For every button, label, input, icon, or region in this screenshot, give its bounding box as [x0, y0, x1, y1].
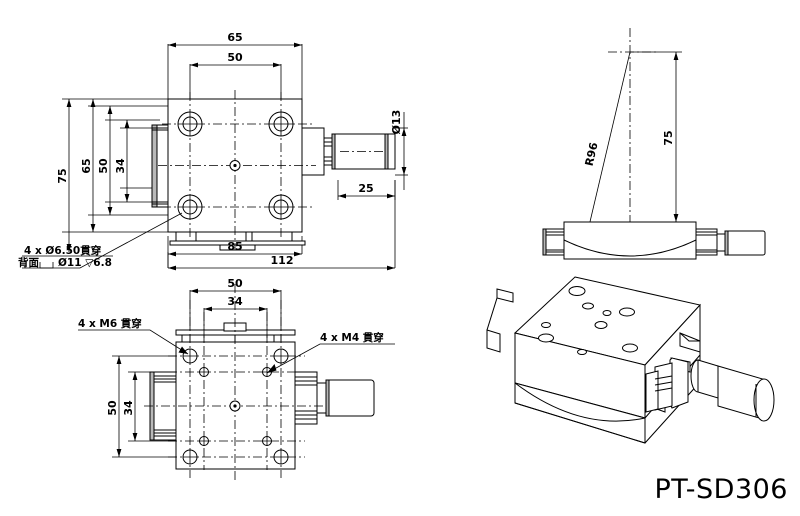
- dimension-75-side: 75: [630, 51, 682, 222]
- dimension-label-r96: R96: [583, 141, 601, 167]
- note-m6: 4 x M6 貫穿: [78, 317, 189, 355]
- dimension-label-25: 25: [358, 182, 373, 195]
- dimension-25: 25: [338, 182, 395, 199]
- note-counterbore-line1: 4 x Ø6.50貫穿: [24, 244, 101, 257]
- dimension-label-75-side: 75: [662, 130, 675, 145]
- dimension-34-bottom-top: 34: [204, 295, 267, 312]
- dimension-65-left: 65: [80, 99, 96, 232]
- dimension-label-50-top: 50: [227, 51, 243, 64]
- dimension-34-left: 34: [114, 120, 130, 202]
- isometric-drive-assembly: [645, 357, 775, 422]
- dimension-50-bottom-left: 50: [106, 356, 122, 457]
- dimension-diameter-13: Ø13: [390, 110, 407, 190]
- dimension-75-left: 75: [56, 99, 72, 252]
- dimension-50-left: 50: [97, 106, 113, 215]
- dimension-label-50-left: 50: [97, 158, 110, 174]
- dimension-r96: R96: [583, 51, 631, 244]
- note-counterbore: 4 x Ø6.50貫穿 背面 Ø11 ▽6.8: [18, 212, 183, 269]
- dimension-50-bottom-top: 50: [190, 277, 281, 294]
- dimension-34-bottom-left: 34: [122, 372, 138, 441]
- side-view-body: [542, 221, 766, 260]
- isometric-top-holes: [538, 286, 638, 355]
- bottom-view-body: [149, 322, 375, 470]
- bottom-view-m4-holes: [199, 367, 272, 446]
- dimension-label-65-top: 65: [227, 31, 242, 44]
- part-number-label: PT-SD306: [654, 474, 788, 505]
- dimension-label-34-bottom-left: 34: [122, 400, 135, 416]
- note-counterbore-backside-label: 背面: [18, 256, 39, 269]
- dimension-label-34-left: 34: [114, 158, 127, 174]
- note-m6-label: 4 x M6 貫穿: [78, 317, 142, 330]
- bottom-view: 50 34 50 34: [78, 277, 395, 480]
- top-view-counterbore-holes: [177, 111, 294, 220]
- note-m4-label: 4 x M4 貫穿: [320, 331, 384, 344]
- dimension-label-65-left: 65: [80, 158, 93, 173]
- isometric-view: [486, 276, 775, 444]
- dimension-50-top: 50: [190, 51, 281, 68]
- dimension-label-112: 112: [271, 254, 294, 267]
- dimension-85: 85: [168, 240, 302, 257]
- note-m4: 4 x M4 貫穿: [266, 331, 395, 374]
- dimension-65-top: 65: [168, 31, 302, 48]
- dimension-label-diameter-13: Ø13: [390, 110, 403, 135]
- dimension-label-75-left: 75: [56, 168, 69, 183]
- top-view: 65 50 75 65 50: [18, 31, 408, 271]
- dimension-label-50-bottom-top: 50: [227, 277, 243, 290]
- side-view: R96 75: [542, 28, 766, 260]
- dimension-label-50-bottom-left: 50: [106, 400, 119, 416]
- dimension-label-85: 85: [227, 240, 242, 253]
- dimension-112: 112: [168, 254, 395, 271]
- note-counterbore-line2: Ø11 ▽6.8: [58, 257, 112, 269]
